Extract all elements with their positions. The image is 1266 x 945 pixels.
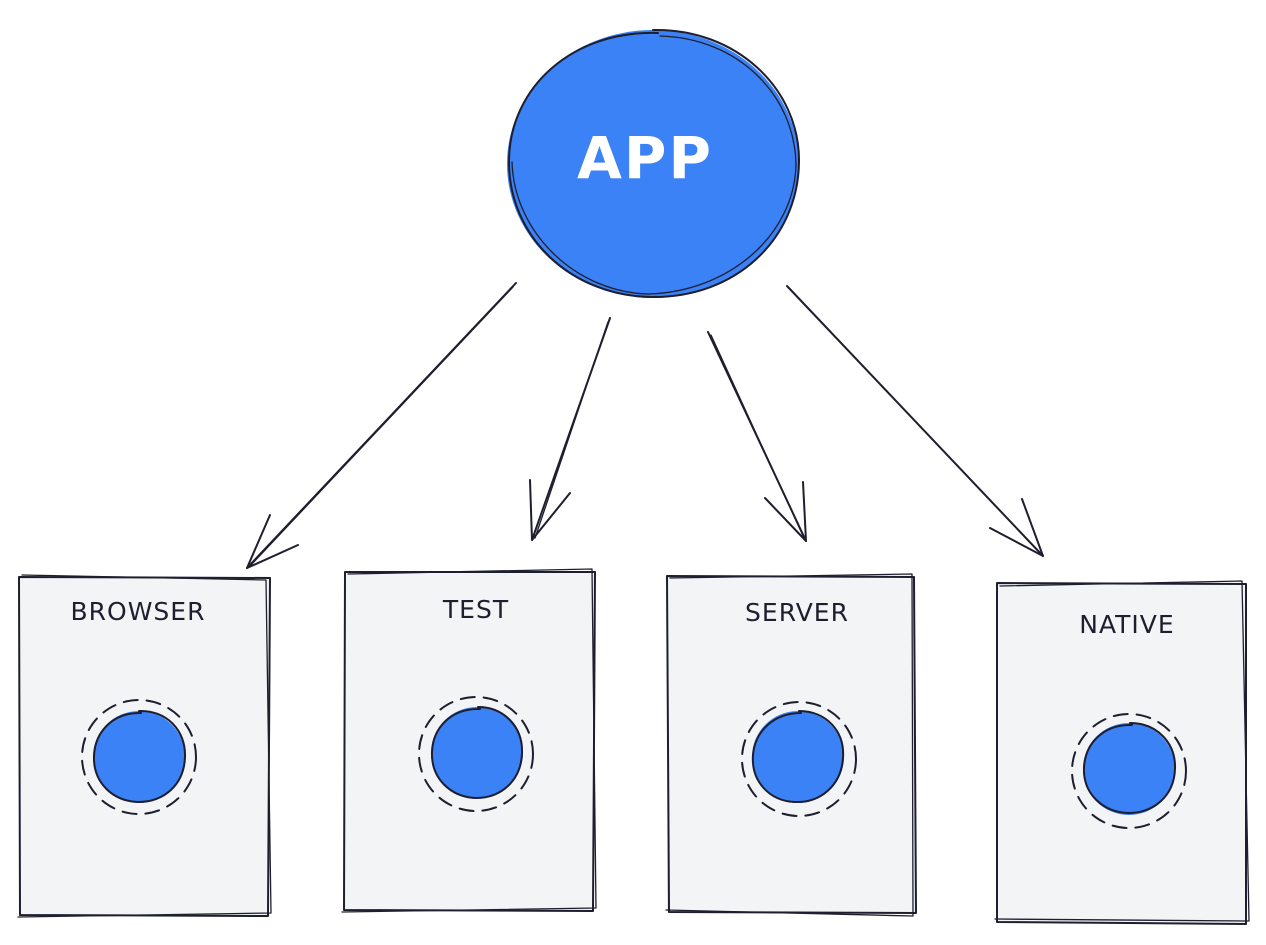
app-label: APP	[577, 124, 713, 192]
arrow-to-browser	[246, 282, 517, 569]
env-dashed-ring-native	[1071, 713, 1187, 829]
env-dashed-ring-test	[418, 696, 534, 812]
env-label-native: NATIVE	[1079, 610, 1174, 639]
app-node-fill	[507, 30, 799, 298]
env-node-server	[752, 711, 844, 803]
env-label-test: TEST	[442, 595, 509, 624]
env-node-native	[1083, 723, 1175, 815]
arrow-to-native	[786, 285, 1044, 557]
app-node-outline-2	[511, 35, 797, 295]
env-box-server[interactable]: SERVER	[665, 573, 917, 917]
env-label-server: SERVER	[745, 598, 849, 627]
env-box-native[interactable]: NATIVE	[994, 580, 1250, 925]
env-box-test[interactable]: TEST	[341, 568, 597, 913]
env-box-browser[interactable]: BROWSER	[17, 574, 272, 918]
app-node[interactable]: APP	[507, 28, 801, 299]
env-dashed-ring-server	[741, 701, 857, 817]
env-node-browser	[93, 711, 185, 803]
env-node-test	[431, 707, 523, 799]
env-dashed-ring-browser	[81, 699, 197, 815]
app-node-outline	[507, 28, 801, 299]
env-label-browser: BROWSER	[71, 597, 206, 626]
arrow-to-server	[707, 331, 807, 542]
arrow-to-test	[529, 317, 611, 541]
